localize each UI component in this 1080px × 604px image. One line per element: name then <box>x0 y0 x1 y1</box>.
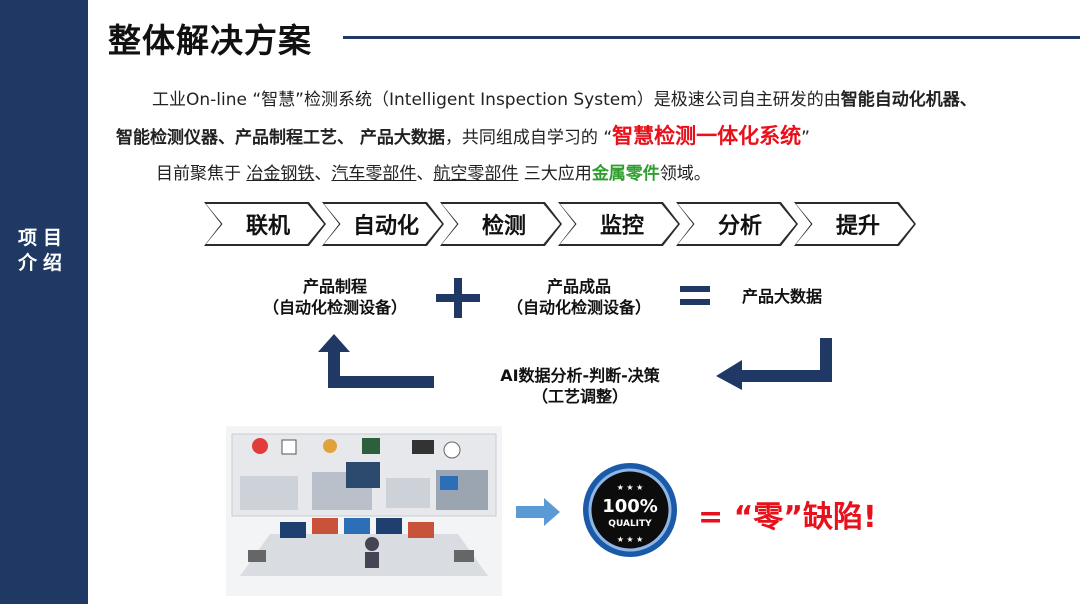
intro-line-3-mid: 三大应用 <box>518 164 591 184</box>
chain-step-6: 提升 <box>794 202 916 246</box>
intro-line-3-end: 领域。 <box>660 164 711 184</box>
intro-line-3: 目前聚焦于 冶金钢铁、汽车零部件、航空零部件 三大应用金属零件领域。 <box>156 159 711 184</box>
intro-line-2: 智能检测仪器、产品制程工艺、 产品大数据，共同组成自学习的 “智慧检测一体化系统… <box>116 120 810 150</box>
chain-step-4: 监控 <box>558 202 680 246</box>
field-aero-parts: 航空零部件 <box>433 164 518 184</box>
factory-control-room-illustration <box>226 426 502 596</box>
sidebar-label: 项目介绍 <box>18 226 74 276</box>
ai-analysis-title: AI数据分析-判断-决策 <box>470 365 690 386</box>
intro-highlight-system: 智慧检测一体化系统 <box>612 124 801 148</box>
process-block: 产品制程 （自动化检测设备） <box>250 276 420 318</box>
field-auto-parts: 汽车零部件 <box>331 164 416 184</box>
field-metallurgy: 冶金钢铁 <box>246 164 314 184</box>
return-arrow-icon <box>712 336 836 390</box>
ai-analysis-subtitle: （工艺调整） <box>470 386 690 407</box>
title-divider <box>343 36 1080 39</box>
chain-step-2-label: 自动化 <box>324 204 442 244</box>
process-subtitle: （自动化检测设备） <box>250 297 420 318</box>
chain-step-3-label: 检测 <box>442 204 560 244</box>
chain-step-2: 自动化 <box>322 202 444 246</box>
chain-step-6-label: 提升 <box>796 204 914 244</box>
chain-step-4-label: 监控 <box>560 204 678 244</box>
intro-line-1-text: 工业On-line “智慧”检测系统（Intelligent Inspectio… <box>152 90 841 110</box>
product-subtitle: （自动化检测设备） <box>494 297 664 318</box>
chain-step-5-label: 分析 <box>678 204 796 244</box>
sep-1: 、 <box>314 164 331 184</box>
process-title: 产品制程 <box>250 276 420 297</box>
intro-highlight-metal-parts: 金属零件 <box>592 164 660 184</box>
badge-stars-bottom: ★ ★ ★ <box>617 535 644 544</box>
badge-quality-text: QUALITY <box>608 519 652 529</box>
chain-step-5: 分析 <box>676 202 798 246</box>
page-title: 整体解决方案 <box>108 14 312 62</box>
badge-stars-top: ★ ★ ★ <box>617 483 644 492</box>
big-data-label: 产品大数据 <box>722 286 842 307</box>
zero-defect-outcome: = “零”缺陷! <box>698 492 877 536</box>
intro-line-2-end: ” <box>801 128 810 148</box>
chain-step-1: 联机 <box>204 202 326 246</box>
intro-line-1: 工业On-line “智慧”检测系统（Intelligent Inspectio… <box>152 85 977 110</box>
equals-icon <box>680 286 710 306</box>
ai-analysis-block: AI数据分析-判断-决策 （工艺调整） <box>470 365 690 407</box>
product-title: 产品成品 <box>494 276 664 297</box>
plus-icon <box>436 278 480 318</box>
chain-step-1-label: 联机 <box>206 204 324 244</box>
arrow-right-icon <box>516 498 560 526</box>
intro-line-2-bold: 智能检测仪器、产品制程工艺、 产品大数据 <box>116 128 445 148</box>
chain-step-3: 检测 <box>440 202 562 246</box>
intro-line-3-prefix: 目前聚焦于 <box>156 164 246 184</box>
intro-line-1-bold: 智能自动化机器、 <box>841 90 977 110</box>
badge-percent-text: 100% <box>602 496 658 517</box>
up-arrow-icon <box>316 330 440 394</box>
quality-badge-icon: 100% QUALITY ★ ★ ★ ★ ★ ★ <box>582 462 678 558</box>
product-block: 产品成品 （自动化检测设备） <box>494 276 664 318</box>
sep-2: 、 <box>416 164 433 184</box>
sidebar: 项目介绍 <box>0 0 88 604</box>
intro-line-2-mid: ，共同组成自学习的 “ <box>445 128 612 148</box>
